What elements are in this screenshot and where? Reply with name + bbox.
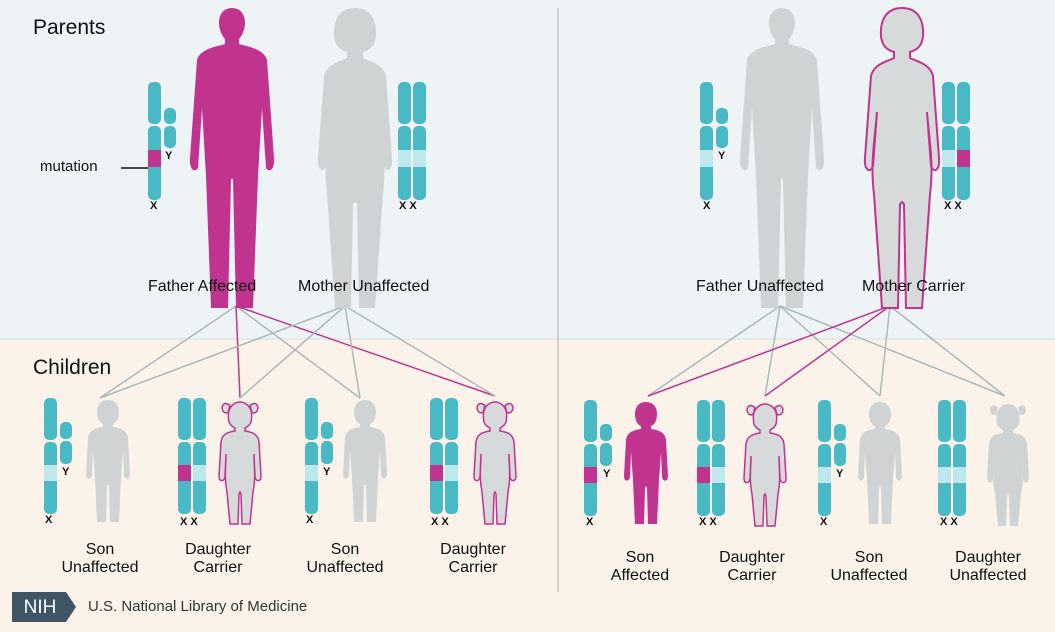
child-label-2-line2: Carrier: [158, 559, 278, 577]
child6-xx-chromosomes-x1: [697, 400, 710, 516]
child3-x-chromosome: [305, 398, 318, 514]
child7-x-label: X: [820, 516, 827, 528]
father2-y-label: Y: [718, 150, 725, 162]
child5-x-chromosome: [584, 400, 597, 516]
child-label-8-line2: Unaffected: [928, 567, 1048, 585]
mutation-label: mutation: [40, 158, 98, 175]
child-label-7-line2: Unaffected: [809, 567, 929, 585]
child-label-5-line2: Affected: [580, 567, 700, 585]
child-label-3: Son Unaffected: [285, 541, 405, 578]
child-label-1-line2: Unaffected: [40, 559, 160, 577]
child2-xx-chromosomes-x1: [178, 398, 191, 514]
child-label-2-line1: Daughter: [158, 541, 278, 559]
child-label-8-line1: Daughter: [928, 549, 1048, 567]
child-label-6-line1: Daughter: [692, 549, 812, 567]
father-unaffected-label: Father Unaffected: [696, 278, 824, 296]
child6-xx-label: X X: [699, 516, 717, 528]
child-label-1-line1: Son: [40, 541, 160, 559]
child-label-7: Son Unaffected: [809, 549, 929, 586]
mother-carrier-xx-chromosomes-x1: [942, 82, 955, 200]
child-label-8: Daughter Unaffected: [928, 549, 1048, 586]
parents-heading: Parents: [33, 16, 105, 40]
father-affected-y-chromosome: [164, 108, 176, 148]
nih-logo-text: NIH: [14, 597, 66, 619]
child7-y-chromosome: [834, 424, 846, 466]
mother-unaffected-xx-chromosomes-x2: [413, 82, 426, 200]
father-affected-label: Father Affected: [148, 278, 256, 296]
children-heading: Children: [33, 356, 111, 380]
child3-x-label: X: [306, 514, 313, 526]
mother2-xx-label: X X: [944, 200, 962, 212]
child-label-6: Daughter Carrier: [692, 549, 812, 586]
father-affected-x-chromosome: [148, 82, 161, 200]
child1-y-chromosome: [60, 422, 72, 464]
child5-y-label: Y: [603, 468, 610, 480]
child-label-3-line1: Son: [285, 541, 405, 559]
child7-y-label: Y: [836, 468, 843, 480]
mother-xx-label: X X: [399, 200, 417, 212]
child-label-5: Son Affected: [580, 549, 700, 586]
child5-y-chromosome: [600, 424, 612, 466]
mother-carrier-xx-chromosomes-x2: [957, 82, 970, 200]
child6-xx-chromosomes-x2: [712, 400, 725, 516]
child4-xx-chromosomes-x1: [430, 398, 443, 514]
child-label-2: Daughter Carrier: [158, 541, 278, 578]
child8-xx-chromosomes-x1: [938, 400, 951, 516]
child8-xx-chromosomes-x2: [953, 400, 966, 516]
child1-x-chromosome: [44, 398, 57, 514]
child5-x-label: X: [586, 516, 593, 528]
father-x-label: X: [150, 200, 157, 212]
father-unaffected-x-chromosome: [700, 82, 713, 200]
child-label-1: Son Unaffected: [40, 541, 160, 578]
child-label-3-line2: Unaffected: [285, 559, 405, 577]
child2-xx-label: X X: [180, 516, 198, 528]
mother-carrier-label: Mother Carrier: [862, 278, 965, 296]
child3-y-label: Y: [323, 466, 330, 478]
child3-y-chromosome: [321, 422, 333, 464]
child-label-6-line2: Carrier: [692, 567, 812, 585]
mother-unaffected-label: Mother Unaffected: [298, 278, 429, 296]
child1-x-label: X: [45, 514, 52, 526]
child-label-4-line1: Daughter: [413, 541, 533, 559]
child2-xx-chromosomes-x2: [193, 398, 206, 514]
child-label-7-line1: Son: [809, 549, 929, 567]
father2-x-label: X: [703, 200, 710, 212]
child4-xx-label: X X: [431, 516, 449, 528]
child4-xx-chromosomes-x2: [445, 398, 458, 514]
mother-unaffected-xx-chromosomes-x1: [398, 82, 411, 200]
child7-x-chromosome: [818, 400, 831, 516]
nlm-name: U.S. National Library of Medicine: [88, 598, 307, 615]
father-y-label: Y: [165, 150, 172, 162]
child-label-5-line1: Son: [580, 549, 700, 567]
child-label-4-line2: Carrier: [413, 559, 533, 577]
child1-y-label: Y: [62, 466, 69, 478]
child-label-4: Daughter Carrier: [413, 541, 533, 578]
father-unaffected-y-chromosome: [716, 108, 728, 148]
child8-xx-label: X X: [940, 516, 958, 528]
